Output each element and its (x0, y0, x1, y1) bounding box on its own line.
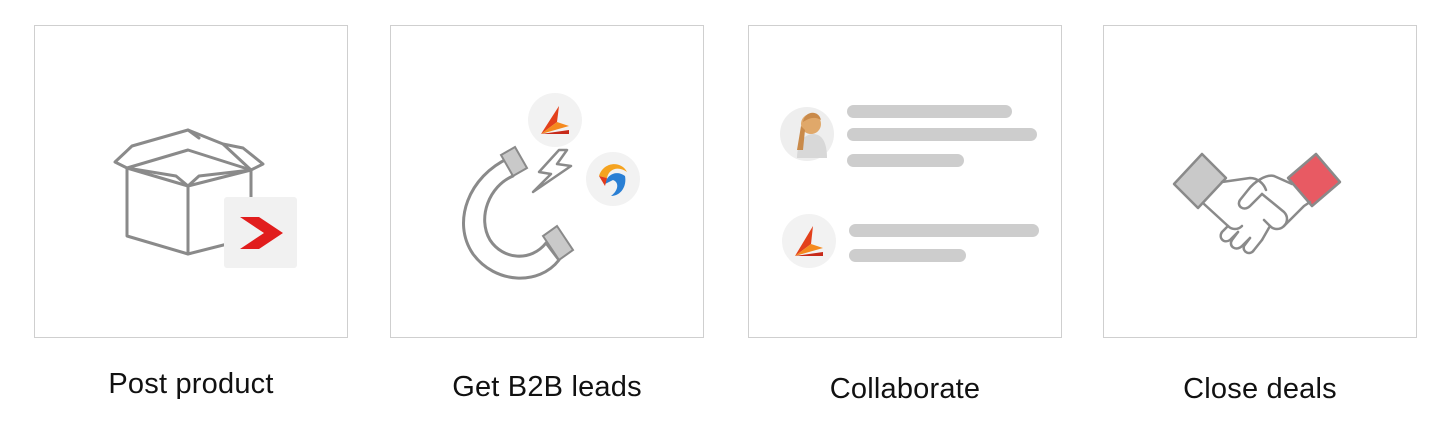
step-close-deals: Close deals (1103, 0, 1417, 431)
handshake-icon (1172, 152, 1342, 255)
step-card (748, 25, 1062, 338)
step-collaborate: Collaborate (748, 0, 1062, 431)
step-card (34, 25, 348, 338)
step-get-b2b-leads: Get B2B leads (390, 0, 704, 431)
step-post-product: Post product (34, 0, 348, 431)
step-label: Close deals (1183, 373, 1337, 405)
step-label: Post product (108, 368, 274, 400)
step-label: Collaborate (829, 373, 981, 405)
box-icon (113, 128, 297, 268)
step-card (1103, 25, 1417, 338)
magnet-icon (462, 93, 640, 280)
avatar (780, 107, 834, 161)
company-logo-icon (782, 214, 836, 268)
step-card (390, 25, 704, 338)
chat-icon (780, 105, 1039, 268)
chevron-right-icon (240, 217, 283, 249)
company-logo-icon (586, 152, 640, 206)
step-label: Get B2B leads (452, 371, 642, 403)
company-logo-icon (528, 93, 582, 147)
